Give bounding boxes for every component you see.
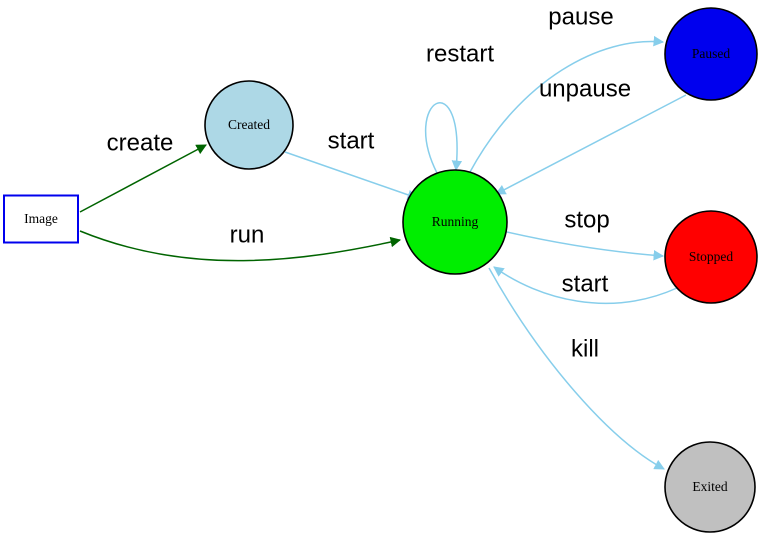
edge-start-stp [493,266,678,304]
edge-label-stop: stop [564,206,609,233]
edge-label-create: create [107,129,174,156]
edge-label-run: run [230,221,265,248]
edge-restart [424,102,463,174]
node-stopped[interactable]: Stopped [664,210,758,304]
node-paused[interactable]: Paused [664,7,758,101]
edge-label-restart: restart [426,40,494,67]
node-exited[interactable]: Exited [664,441,756,533]
node-image[interactable]: Image [3,194,79,244]
edge-run [79,230,402,262]
edge-label-unpause: unpause [539,75,631,102]
edges-layer [79,35,687,470]
node-shape-created[interactable] [204,80,294,170]
node-running[interactable]: Running [402,169,508,275]
edge-pause [469,35,665,173]
edge-label-pause: pause [548,3,613,30]
edge-create [79,144,207,213]
edge-unpause [495,94,687,195]
node-shape-exited[interactable] [664,441,756,533]
node-created[interactable]: Created [204,80,294,170]
node-shape-image[interactable] [3,194,79,244]
edge-label-start-stp: start [562,270,609,297]
edge-label-kill: kill [571,335,599,362]
edge-stop [506,231,665,261]
node-shape-stopped[interactable] [664,210,758,304]
node-shape-running[interactable] [402,169,508,275]
edge-start-run [284,151,418,200]
edge-kill [488,267,665,470]
edge-label-start-run: start [328,127,375,154]
node-shape-paused[interactable] [664,7,758,101]
edge-labels-layer: create run start restart pause unpause stop sta… [107,3,631,362]
